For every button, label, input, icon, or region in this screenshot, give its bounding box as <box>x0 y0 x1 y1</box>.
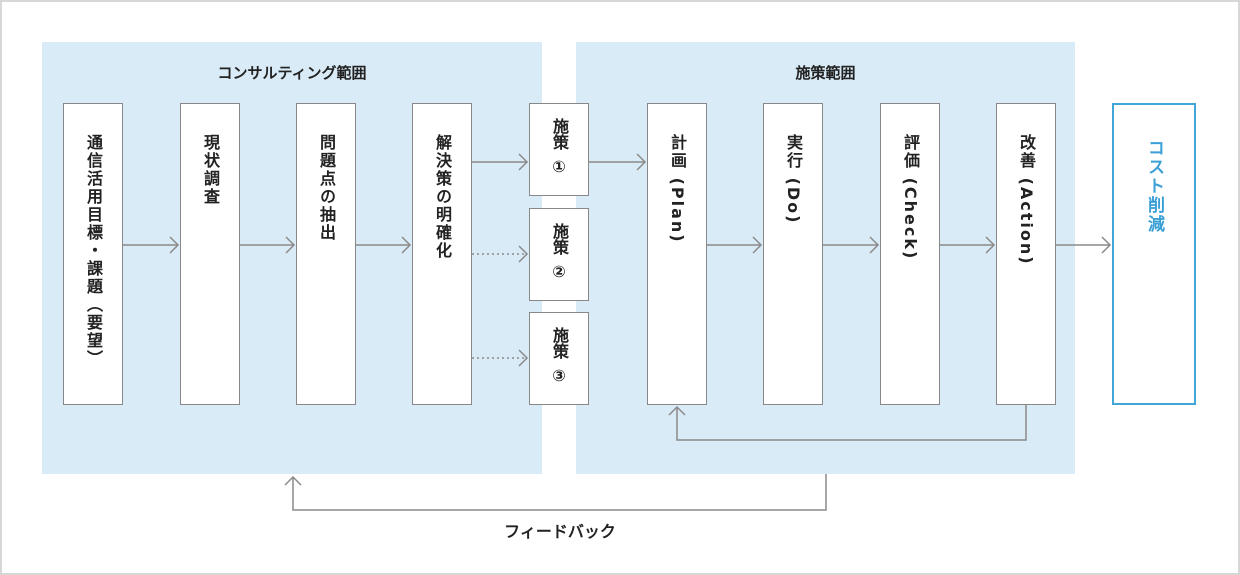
arrow-plan-to-do <box>707 236 763 254</box>
goal-cost-reduction: コスト削減 <box>1112 103 1196 405</box>
arrow-solution-to-measure-1 <box>472 153 529 171</box>
consulting-region-title: コンサルティング範囲 <box>217 64 367 82</box>
step-do-label: 実行 (Do) <box>784 134 803 225</box>
step-solution-clarification: 解決策の明確化 <box>412 103 472 405</box>
arrow-measure-to-plan <box>589 153 647 171</box>
step-solution-clarification-label: 解決策の明確化 <box>433 134 452 260</box>
measure-3: 施策 ③ <box>529 312 589 405</box>
step-do: 実行 (Do) <box>763 103 823 405</box>
step-current-survey: 現状調査 <box>180 103 240 405</box>
arrow-goals-to-survey <box>123 236 180 254</box>
arrow-do-to-check <box>823 236 880 254</box>
arrow-problems-to-solution <box>356 236 412 254</box>
step-action-label: 改善 (Action) <box>1017 134 1036 266</box>
measure-2-label: 施策 <box>550 223 569 255</box>
implementation-region-title: 施策範囲 <box>795 64 856 82</box>
measure-3-label: 施策 <box>550 327 569 359</box>
arrow-check-to-action <box>940 236 996 254</box>
arrow-solution-to-measure-2 <box>472 245 529 263</box>
measure-1-label: 施策 <box>550 118 569 150</box>
measure-2: 施策 ② <box>529 208 589 301</box>
step-check: 評価 (Check) <box>880 103 940 405</box>
measure-1-number: ① <box>552 157 566 176</box>
step-action: 改善 (Action) <box>996 103 1056 405</box>
step-goals-issues: 通信活用目標・課題（要望） <box>63 103 123 405</box>
step-plan-label: 計画 (Plan) <box>668 134 687 244</box>
step-problem-extraction: 問題点の抽出 <box>296 103 356 405</box>
measure-2-number: ② <box>552 262 566 281</box>
step-check-label: 評価 (Check) <box>901 134 920 261</box>
step-problem-extraction-label: 問題点の抽出 <box>317 134 336 242</box>
feedback-label: フィードバック <box>504 522 616 541</box>
arrow-feedback-loop <box>284 474 827 511</box>
goal-cost-reduction-label: コスト削減 <box>1144 139 1164 234</box>
measure-3-number: ③ <box>552 366 566 385</box>
arrow-action-loop-to-plan <box>668 405 1027 441</box>
arrow-action-to-goal <box>1056 236 1112 254</box>
arrow-solution-to-measure-3 <box>472 349 529 367</box>
arrow-survey-to-problems <box>240 236 296 254</box>
measure-1: 施策 ① <box>529 103 589 196</box>
step-plan: 計画 (Plan) <box>647 103 707 405</box>
step-goals-issues-label: 通信活用目標・課題（要望） <box>84 134 103 368</box>
step-current-survey-label: 現状調査 <box>201 134 220 206</box>
